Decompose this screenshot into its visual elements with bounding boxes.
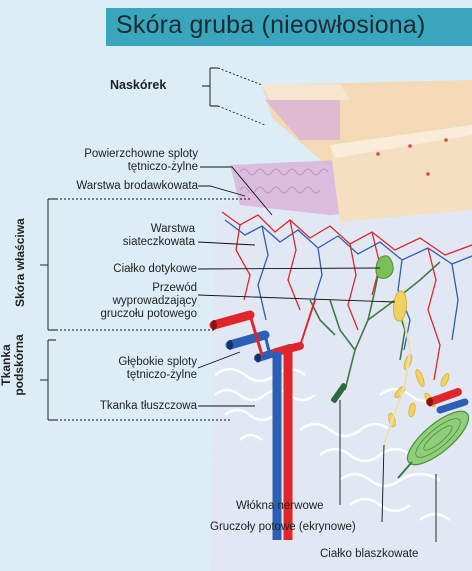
deep-plexus-label: Głębokie sploty tętniczo-żylne	[70, 356, 197, 382]
sweat-duct-label-line3: gruczołu potowego	[60, 308, 197, 321]
dermis-label: Skóra właściwa	[13, 223, 27, 307]
superficial-plexus-label-line2: tętniczo-żylne	[40, 161, 198, 174]
deep-plexus-label-line1: Głębokie sploty	[70, 356, 197, 369]
fat-tissue-label: Tkanka tłuszczowa	[60, 400, 197, 413]
hypodermis-label: Tkanka podskórna	[0, 332, 26, 398]
reticular-layer-label: Warstwa siateczkowata	[90, 223, 195, 249]
reticular-layer-label-line2: siateczkowata	[90, 236, 195, 249]
lamellar-corpuscle-label: Ciałko blaszkowate	[320, 548, 418, 561]
sweat-glands-label: Gruczoły potowe (ekrynowe)	[210, 521, 356, 534]
touch-corpuscle-shape	[376, 256, 393, 279]
sweat-duct-label-line2: wyprowadzający	[60, 295, 197, 308]
sweat-duct-label: Przewód wyprowadzający gruczołu potowego	[60, 282, 197, 321]
papillary-layer-label: Warstwa brodawkowata	[40, 180, 198, 193]
reticular-layer-label-line1: Warstwa	[90, 223, 195, 236]
hypodermis-label-line2: podskórna	[12, 334, 26, 395]
sweat-duct-shape	[394, 291, 407, 321]
touch-corpuscle-label: Ciałko dotykowe	[70, 263, 197, 276]
deep-plexus-label-line2: tętniczo-żylne	[70, 369, 197, 382]
stratum-corneum	[262, 84, 350, 100]
epidermis-label: Naskórek	[110, 79, 166, 92]
nerve-fibers-label: Włókna nerwowe	[236, 500, 324, 513]
superficial-plexus-label: Powierzchowne sploty tętniczo-żylne	[40, 148, 198, 174]
superficial-plexus-label-line1: Powierzchowne sploty	[40, 148, 198, 161]
sweat-duct-label-line1: Przewód	[60, 282, 197, 295]
